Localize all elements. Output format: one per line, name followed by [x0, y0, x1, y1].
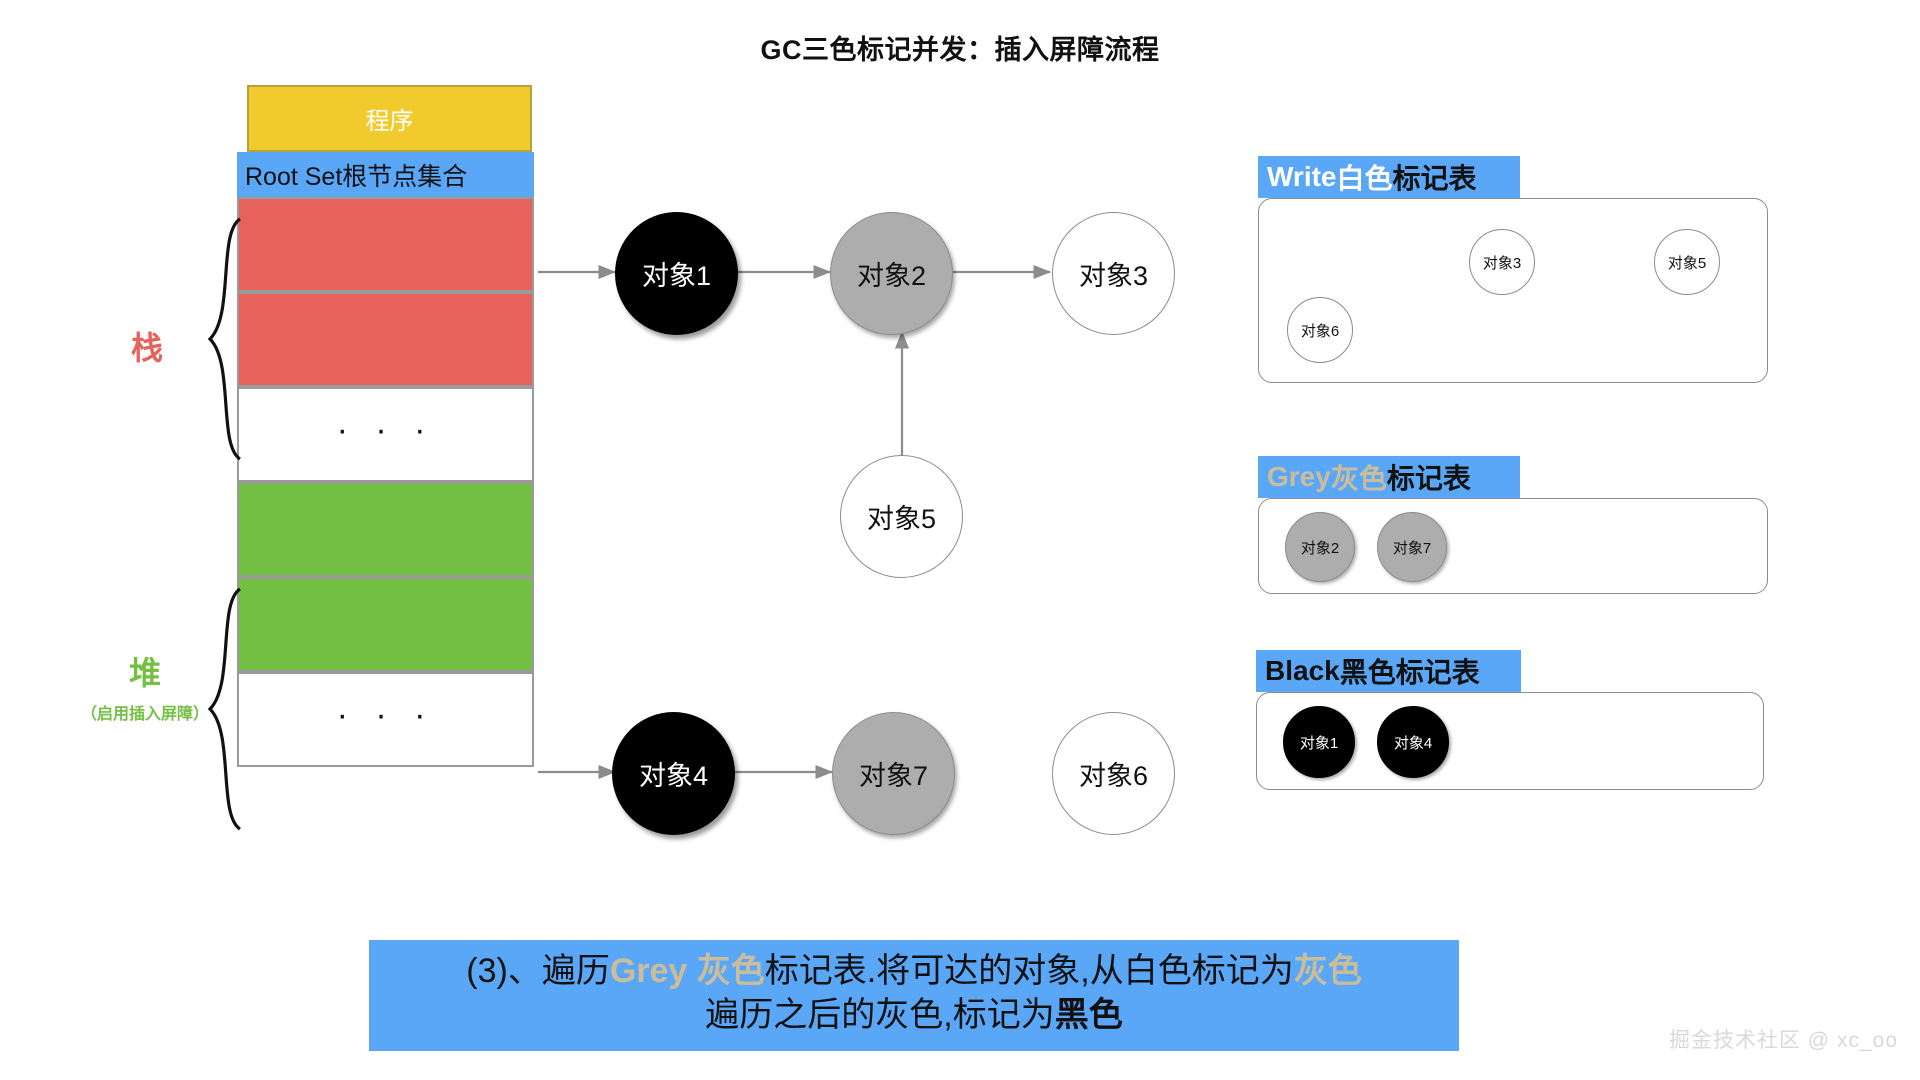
ellipsis-text-2: · · ·: [336, 695, 435, 734]
caption-line-1: (3)、遍历Grey 灰色标记表.将可达的对象,从白色标记为灰色: [369, 950, 1459, 994]
black-chip-obj1[interactable]: 对象1: [1283, 706, 1355, 778]
black-table-body: 对象1 对象4: [1256, 692, 1764, 790]
black-chip-obj4[interactable]: 对象4: [1377, 706, 1449, 778]
white-mark-table: Write 白色 标记表 对象3 对象5 对象6: [1258, 156, 1768, 383]
grey-chip-obj7[interactable]: 对象7: [1377, 512, 1447, 582]
white-chip-obj3[interactable]: 对象3: [1469, 229, 1535, 295]
white-table-head-tail: 标记表: [1392, 163, 1477, 194]
program-block: 程序: [247, 85, 532, 152]
stack-slot-1: [237, 197, 534, 292]
caption-banner: (3)、遍历Grey 灰色标记表.将可达的对象,从白色标记为灰色 遍历之后的灰色…: [369, 940, 1459, 1052]
caption-l2b: 黑色: [1054, 995, 1123, 1034]
graph-node-obj6[interactable]: 对象6: [1052, 712, 1175, 835]
black-table-header: Black 黑色 标记表: [1256, 650, 1521, 692]
graph-node-obj5[interactable]: 对象5: [840, 455, 963, 578]
grey-table-head-color-word: 灰色: [1330, 463, 1387, 494]
grey-chip-obj2[interactable]: 对象2: [1285, 512, 1355, 582]
watermark: 掘金技术社区 @ xc_oo: [1668, 1029, 1898, 1052]
root-set-block: Root Set根节点集合: [237, 152, 534, 197]
heap-slot-1: [237, 482, 534, 577]
stack-ellipsis-slot: · · ·: [237, 387, 534, 482]
caption-l1c: 标记表.将可达的对象,从白色标记为: [764, 952, 1294, 990]
black-table-head-color-word: 黑色: [1339, 657, 1396, 688]
graph-node-obj1[interactable]: 对象1: [615, 212, 738, 335]
ellipsis-text: · · ·: [336, 410, 435, 449]
black-mark-table: Black 黑色 标记表 对象1 对象4: [1256, 650, 1764, 790]
white-table-head-en: Write: [1267, 161, 1337, 192]
page-title: GC三色标记并发：插入屏障流程: [760, 35, 1160, 65]
heap-slot-2: [237, 577, 534, 672]
grey-mark-table: Grey 灰色 标记表 对象2 对象7: [1258, 456, 1768, 594]
heap-brace-icon: [207, 587, 242, 831]
grey-table-body: 对象2 对象7: [1258, 498, 1768, 594]
stack-label: 栈: [130, 330, 163, 366]
graph-node-obj2[interactable]: 对象2: [830, 212, 953, 335]
white-table-header: Write 白色 标记表: [1258, 156, 1520, 198]
stack-slot-2: [237, 292, 534, 387]
white-table-head-color-word: 白色: [1336, 163, 1393, 194]
graph-node-obj4[interactable]: 对象4: [612, 712, 735, 835]
white-chip-obj5[interactable]: 对象5: [1654, 229, 1720, 295]
graph-node-obj7[interactable]: 对象7: [832, 712, 955, 835]
caption-l1b: Grey 灰色: [609, 952, 765, 990]
black-table-head-tail: 标记表: [1395, 657, 1480, 688]
heap-ellipsis-slot: · · ·: [237, 672, 534, 767]
grey-table-head-tail: 标记表: [1386, 463, 1471, 494]
caption-l1d: 灰色: [1293, 952, 1362, 990]
memory-column: 程序 Root Set根节点集合 · · · · · ·: [237, 85, 534, 767]
caption-l1a: (3)、遍历: [466, 952, 610, 990]
grey-table-head-en: Grey: [1267, 461, 1331, 492]
grey-table-header: Grey 灰色 标记表: [1258, 456, 1520, 498]
stack-brace-icon: [207, 217, 242, 461]
heap-label: 堆: [128, 655, 161, 691]
white-table-body: 对象3 对象5 对象6: [1258, 198, 1768, 383]
caption-line-2: 遍历之后的灰色,标记为黑色: [369, 994, 1459, 1038]
caption-l2a: 遍历之后的灰色,标记为: [705, 995, 1055, 1034]
black-table-head-en: Black: [1265, 655, 1340, 686]
graph-node-obj3[interactable]: 对象3: [1052, 212, 1175, 335]
white-chip-obj6[interactable]: 对象6: [1287, 297, 1353, 363]
heap-sublabel: （启用插入屏障）: [80, 706, 209, 723]
